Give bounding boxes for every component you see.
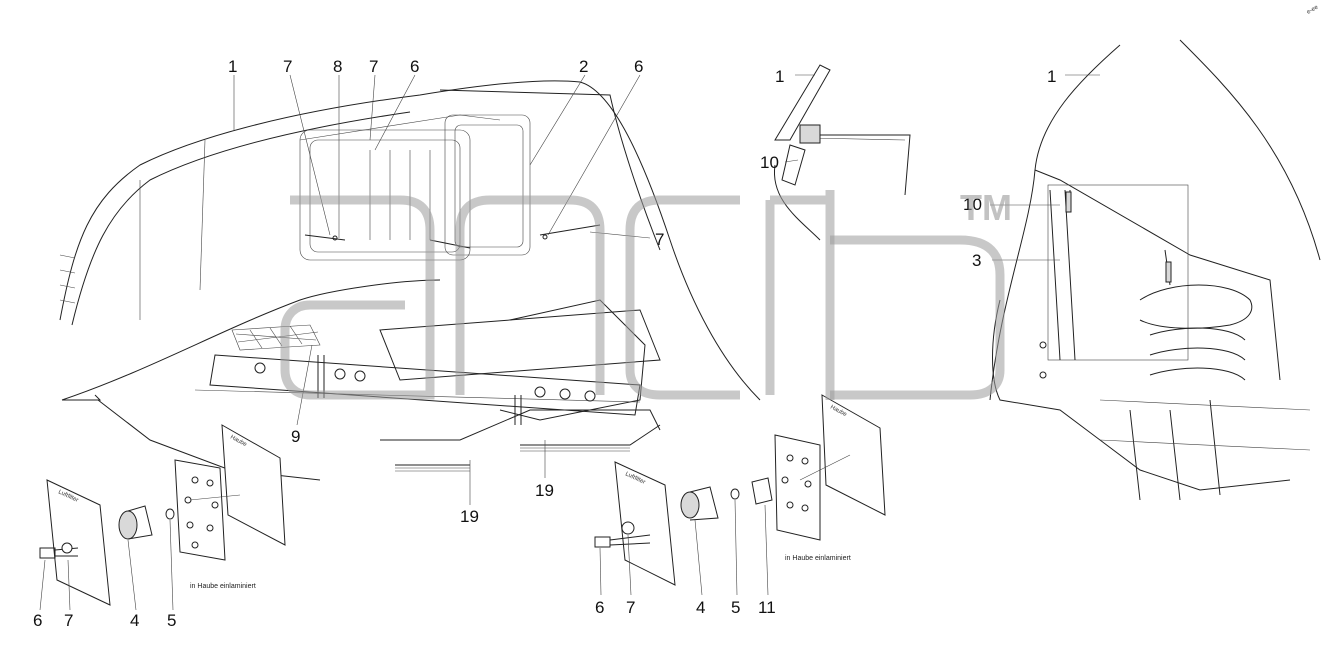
- cab-front-right: [989, 39, 1321, 501]
- callout-spacer: 11: [758, 598, 776, 617]
- callout-bolt: 6: [410, 57, 419, 76]
- callout-washer: 7: [655, 230, 664, 249]
- trademark-mark: TM: [960, 187, 1012, 228]
- callout-damper: 4: [130, 611, 139, 630]
- bracket-detail: [774, 64, 911, 241]
- callout-nut: 5: [731, 598, 740, 617]
- note-in-hood-right: in Haube einlaminiert: [785, 555, 851, 562]
- note-in-hood-left: in Haube einlaminiert: [190, 583, 256, 590]
- callout-part-8: 8: [333, 57, 342, 76]
- callout-air-filter: 2: [579, 57, 588, 76]
- callout-part-3: 3: [972, 251, 981, 270]
- watermark-logo: TM: [280, 187, 1012, 400]
- callout-part-19: 19: [535, 481, 554, 500]
- leader-lines: [39, 74, 1100, 611]
- callout-part-10: 10: [760, 153, 779, 172]
- callout-bolt: 6: [634, 57, 643, 76]
- callout-part-19: 19: [460, 507, 479, 526]
- callout-bolt: 6: [595, 598, 604, 617]
- callout-washer: 7: [369, 57, 378, 76]
- fastener-stack-left: Luftfilter Haube in Haube einlaminiert: [39, 424, 286, 606]
- callout-hood: 1: [775, 67, 784, 86]
- corner-mark: e-ee: [1306, 4, 1320, 16]
- callout-washer: 7: [64, 611, 73, 630]
- callout-damper: 4: [696, 598, 705, 617]
- callout-bolt: 6: [33, 611, 42, 630]
- callout-hood: 1: [228, 57, 237, 76]
- callout-labels: 1 7 8 7 6 2 6 7 9 19 19 1 10 1 10 3 6 7 …: [33, 57, 1056, 630]
- callout-nut: 5: [167, 611, 176, 630]
- callout-hood: 1: [1047, 67, 1056, 86]
- callout-part-9: 9: [291, 427, 300, 446]
- fastener-stack-middle: Luftfilter Haube in Haube einlaminiert: [594, 394, 886, 586]
- hood-body-left: [59, 80, 761, 481]
- callout-part-10: 10: [963, 195, 982, 214]
- callout-washer: 7: [283, 57, 292, 76]
- callout-washer: 7: [626, 598, 635, 617]
